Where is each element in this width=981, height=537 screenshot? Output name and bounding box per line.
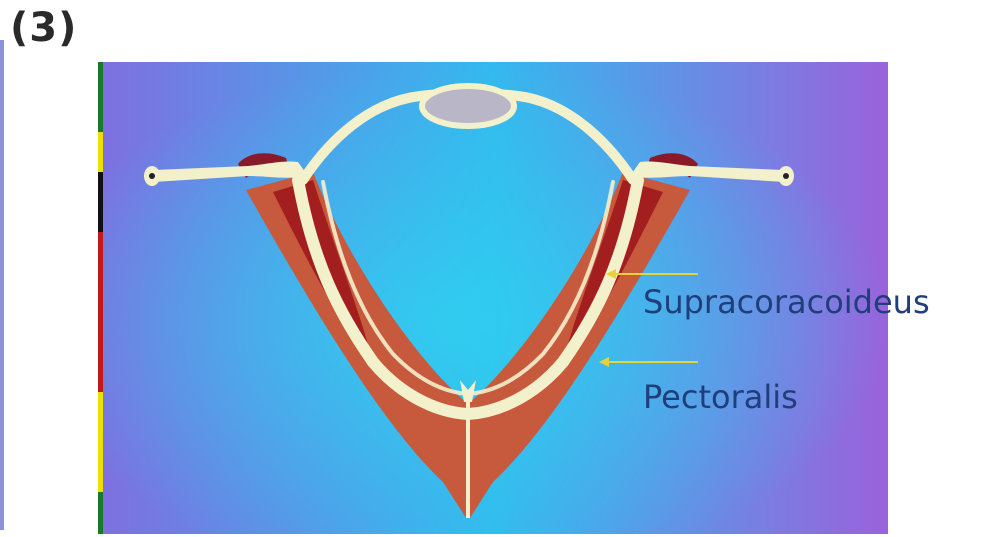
panel-number: (3): [10, 4, 77, 52]
label-supracoracoideus: Supracoracoideus: [643, 284, 930, 320]
left-edge-marker-yellow: [98, 132, 103, 172]
humerus-left-socket: [149, 173, 155, 179]
left-edge-marker-red: [98, 232, 103, 392]
humerus-right-socket: [783, 173, 789, 179]
left-edge-marker-yellow-lower: [98, 392, 103, 492]
label-pectoralis: Pectoralis: [643, 379, 798, 415]
left-edge-marker-black: [98, 172, 103, 232]
left-border-rule: [0, 40, 4, 530]
left-edge-marker-top: [98, 62, 103, 132]
left-edge-marker-bottom: [98, 492, 103, 534]
sternum-disc: [422, 86, 514, 126]
